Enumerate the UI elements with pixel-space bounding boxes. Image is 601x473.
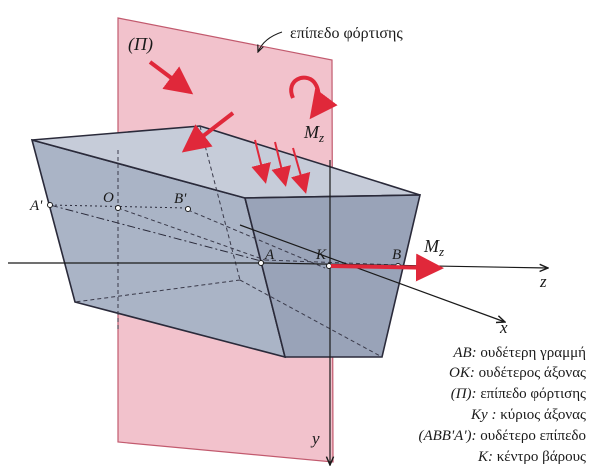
label-K: K <box>315 247 327 263</box>
legend-key: K: <box>477 449 493 465</box>
legend-key: (ABB'A'): <box>418 428 476 444</box>
point-B-prime <box>185 206 191 212</box>
label-plane-name: (Π) <box>128 34 153 55</box>
legend-desc: ουδέτερος άξονας <box>475 365 586 381</box>
caption-leader <box>258 31 283 52</box>
label-B-prime: B' <box>174 191 187 207</box>
legend-key: OK: <box>449 365 475 381</box>
label-mz-top-sub: z <box>318 130 324 145</box>
load-arrows <box>148 60 311 194</box>
legend-desc: ουδέτερη γραμμή <box>477 345 587 361</box>
label-mz-top-m: M <box>303 122 320 142</box>
label-mz-right-m: M <box>423 236 440 256</box>
label-B: B <box>392 247 401 263</box>
label-mz-top: Mz <box>303 122 324 145</box>
legend-row: AB: ουδέτερη γραμμή <box>452 345 586 361</box>
point-O <box>115 205 121 211</box>
label-mz-right: Mz <box>423 236 444 259</box>
legend-desc: κέντρο βάρους <box>493 449 586 465</box>
label-A: A <box>264 247 275 263</box>
legend-desc: επίπεδο φόρτισης <box>477 386 586 402</box>
legend-row: K: κέντρο βάρους <box>477 449 586 465</box>
legend-row: (ABB'A'): ουδέτερο επίπεδο <box>418 428 586 444</box>
legend: AB: ουδέτερη γραμμή OK: ουδέτερος άξονας… <box>418 345 586 465</box>
point-A <box>258 260 264 266</box>
point-K <box>326 263 332 269</box>
neutral-line-dashed <box>49 204 266 263</box>
legend-key: (Π): <box>451 386 477 402</box>
neutral-line-top <box>49 204 189 209</box>
moment-vector-arrow <box>330 253 444 282</box>
legend-desc: ουδέτερο επίπεδο <box>477 428 586 444</box>
legend-row: Ky : κύριος άξονας <box>470 407 586 423</box>
legend-key: Ky : <box>470 407 496 423</box>
legend-desc: κύριος άξονας <box>496 407 586 423</box>
label-plane-caption: επίπεδο φόρτισης <box>290 25 403 42</box>
point-A-prime <box>47 202 53 208</box>
label-axis-y: y <box>310 429 320 448</box>
label-mz-right-sub: z <box>438 244 444 259</box>
legend-key: AB: <box>452 345 476 361</box>
label-A-prime: A' <box>29 198 43 214</box>
label-axis-z: z <box>539 272 547 291</box>
label-axis-x: x <box>499 318 508 337</box>
hidden-edges <box>74 125 399 358</box>
legend-row: OK: ουδέτερος άξονας <box>449 365 586 381</box>
legend-row: (Π): επίπεδο φόρτισης <box>451 386 586 402</box>
moment-arc-icon <box>289 75 338 120</box>
label-O: O <box>103 190 114 206</box>
x-axis <box>239 224 505 322</box>
